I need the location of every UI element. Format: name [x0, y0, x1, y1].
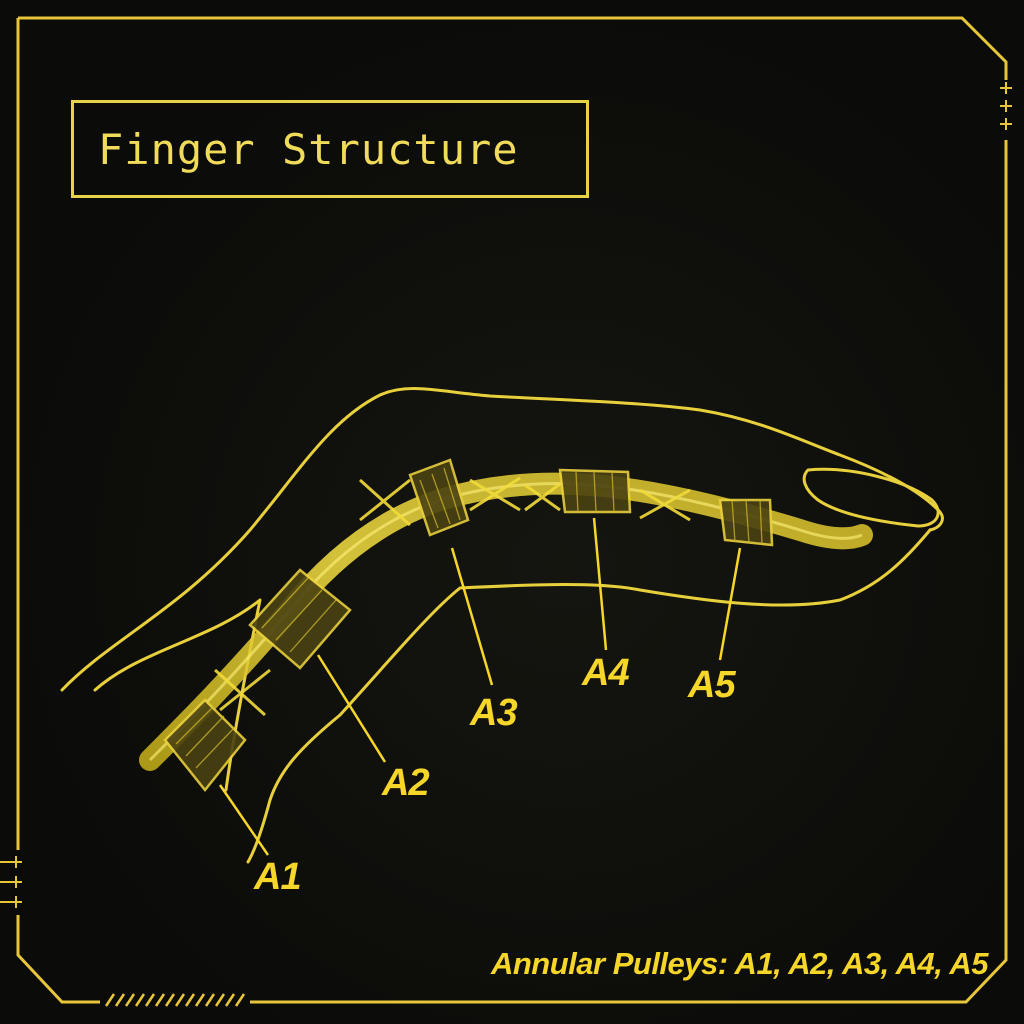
leader-lines	[218, 517, 742, 856]
cruciate-pulleys	[213, 476, 691, 717]
pulley-label-a1: A1	[254, 856, 302, 898]
title-box: Finger Structure	[71, 100, 589, 198]
hatch-marks	[104, 993, 246, 1007]
caption-annular-pulleys: Annular Pulleys: A1, A2, A3, A4, A5	[490, 946, 989, 981]
page-title: Finger Structure	[98, 124, 519, 174]
pulley-label-a2: A2	[382, 762, 430, 804]
band-striations	[175, 467, 763, 769]
pulley-label-a3: A3	[470, 692, 518, 734]
pulley-label-a4: A4	[582, 652, 630, 694]
finger-outline	[60, 387, 944, 864]
pulley-label-a5: A5	[688, 664, 736, 706]
